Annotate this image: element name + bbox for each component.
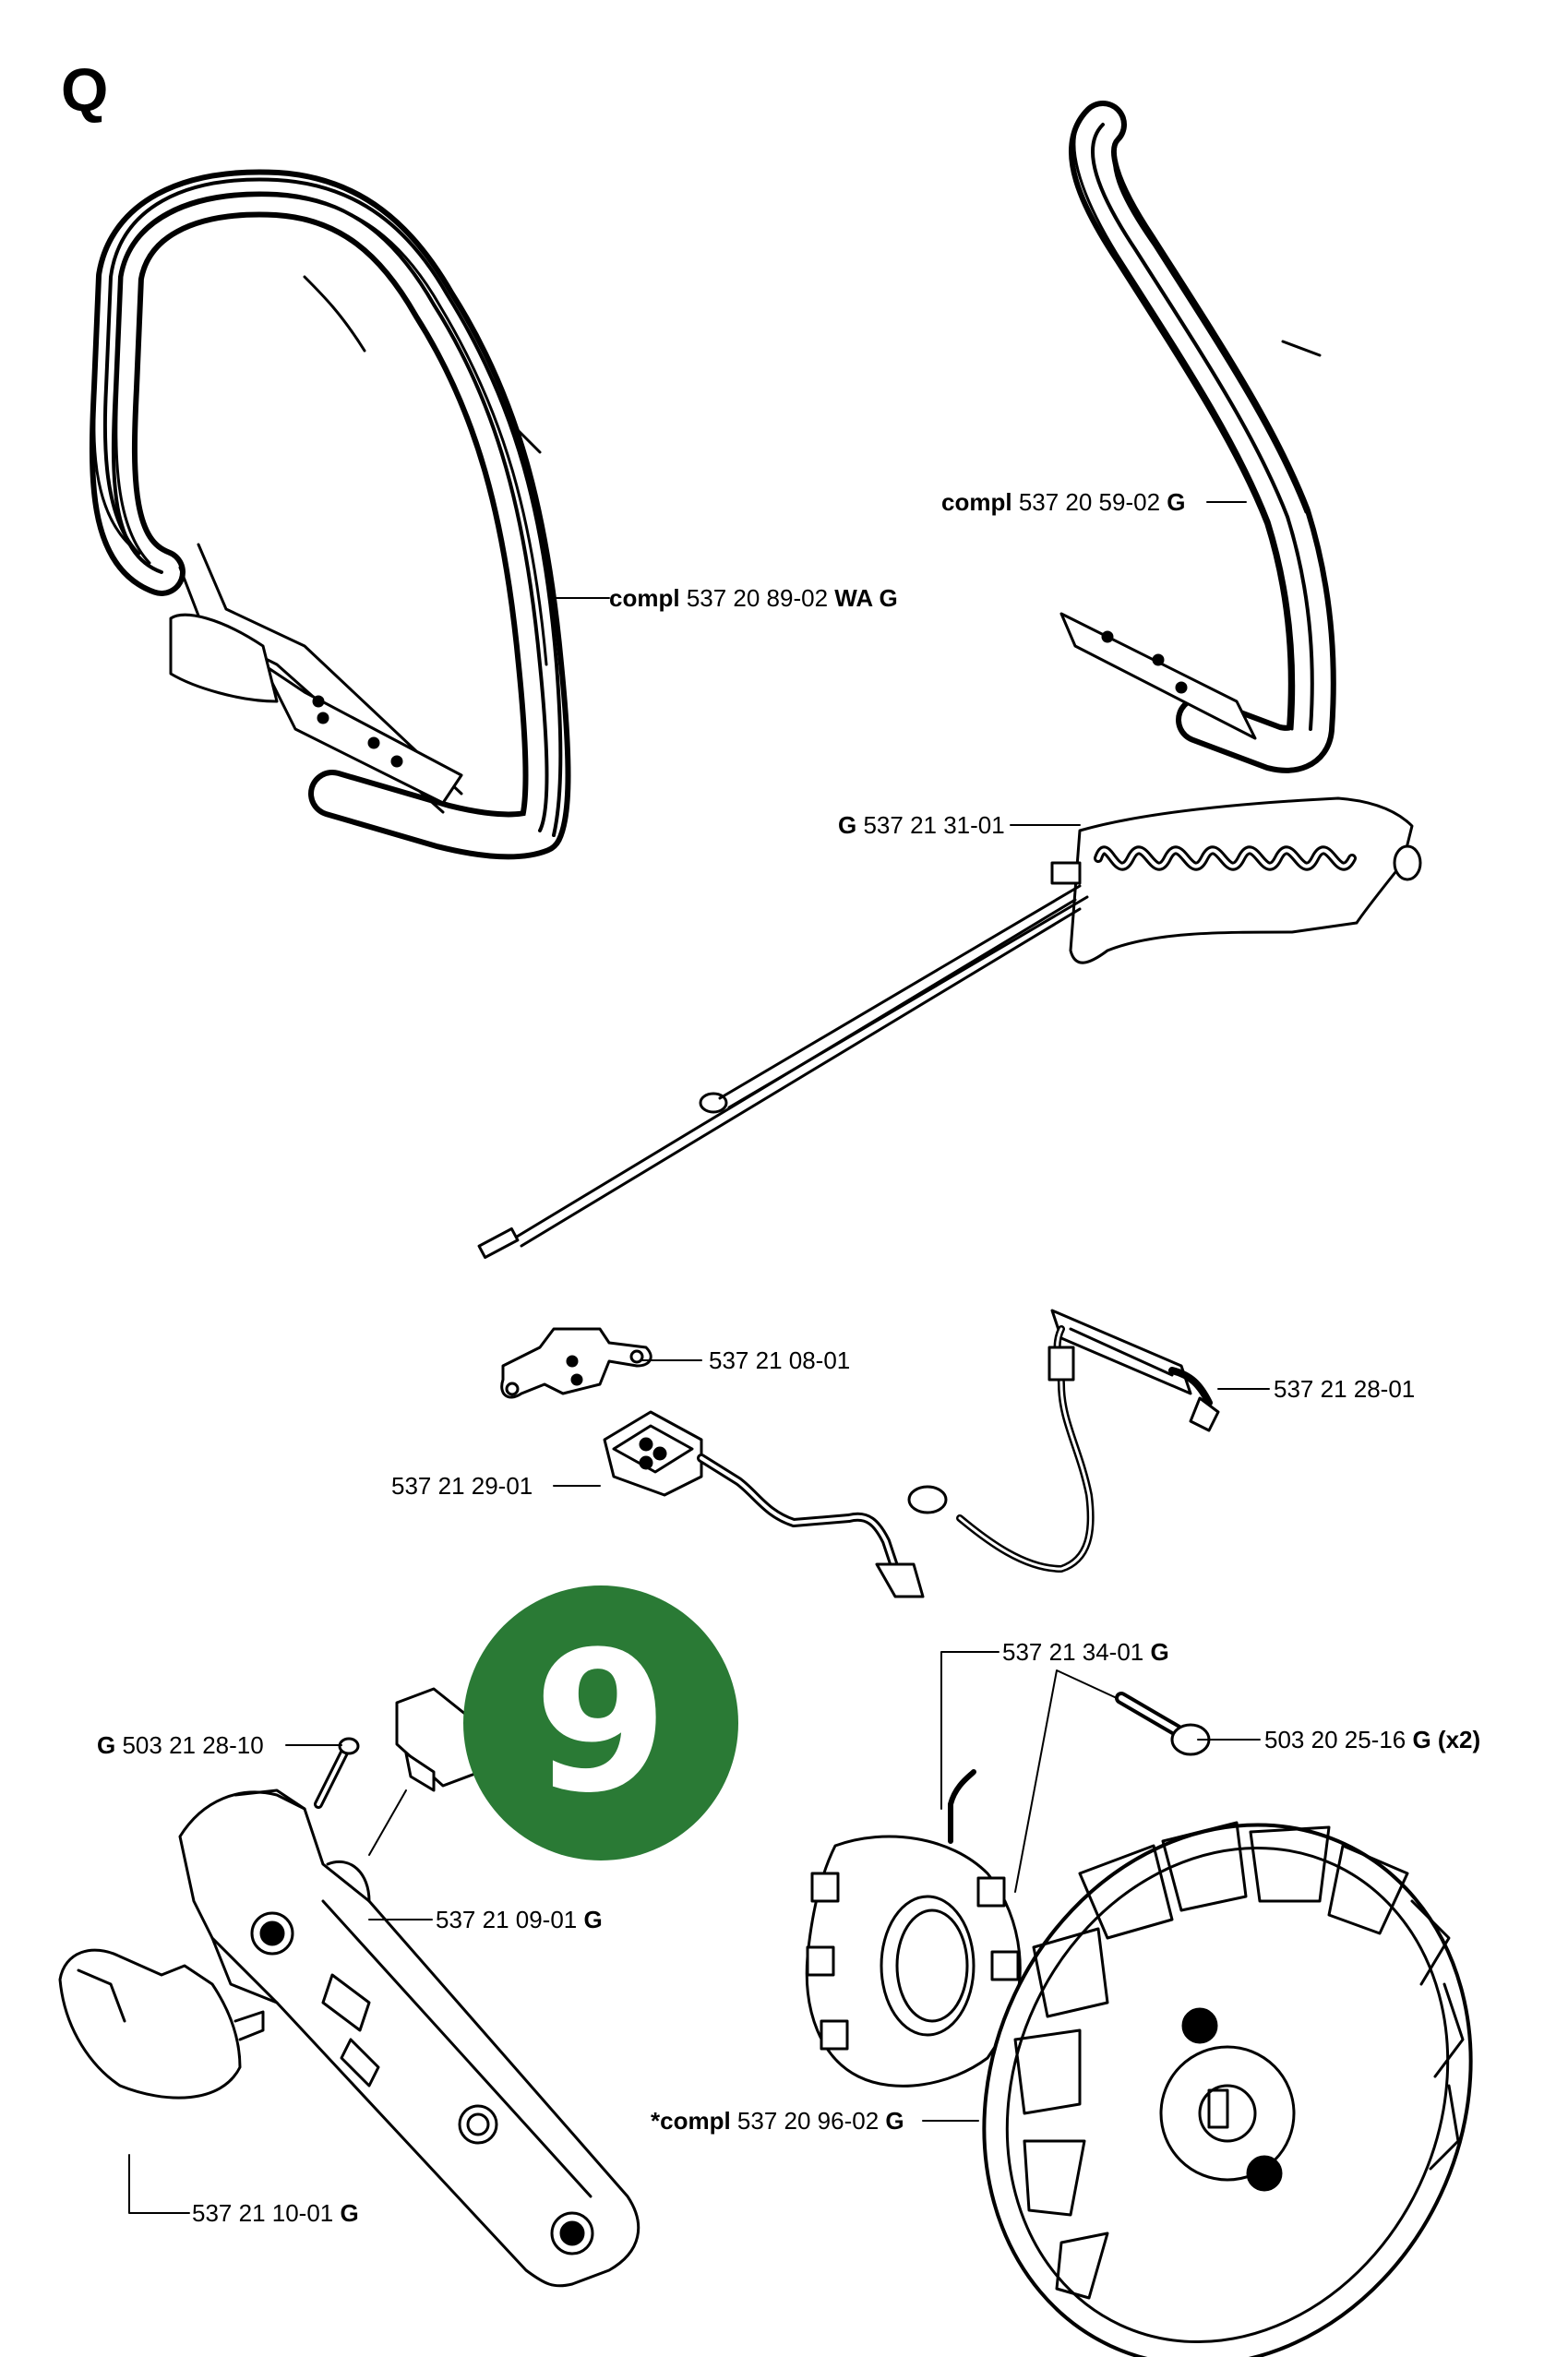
front-handle-small — [1059, 101, 1336, 773]
label-screw-large: 503 20 25-16 G (x2) — [1264, 1726, 1481, 1753]
heated-grip — [477, 796, 1422, 1260]
section-letter: Q — [61, 55, 109, 124]
switch-module-drawing — [395, 1687, 482, 1792]
label-flywheel: *compl 537 20 96-02 G — [651, 2107, 904, 2135]
screw-large-drawing — [1115, 1692, 1211, 1756]
label-bracket: 537 21 08-01 — [709, 1346, 851, 1374]
page-number: 9 — [533, 1609, 669, 1836]
page-number-badge: 9 — [463, 1585, 738, 1860]
label-switch: 537 21 29-01 — [391, 1472, 533, 1500]
handle-housing-drawing — [178, 1789, 640, 2288]
leader-lines — [128, 501, 1270, 2214]
cover-drawing — [58, 1948, 265, 2100]
label-generator: 537 21 34-01 G — [1002, 1638, 1169, 1666]
bracket-drawing — [500, 1327, 652, 1399]
heating-wire-drawing — [907, 1309, 1220, 1573]
label-screw-small: G 503 21 28-10 — [97, 1731, 264, 1759]
screw-small-drawing — [314, 1737, 360, 1809]
flywheel-drawing — [982, 1821, 1473, 2357]
label-front-handle-small: compl 537 20 59-02 G — [941, 488, 1186, 516]
switch-drawing — [603, 1410, 925, 1598]
label-cover: 537 21 10-01 G — [192, 2199, 359, 2227]
label-handle-housing: 537 21 09-01 G — [436, 1906, 603, 1933]
label-heating-wire: 537 21 28-01 — [1274, 1375, 1416, 1403]
generator-drawing — [805, 1769, 1022, 2088]
label-heated-grip: G 537 21 31-01 — [838, 811, 1005, 839]
label-front-handle-large: compl 537 20 89-02 WA G — [609, 584, 898, 612]
front-handle-large — [89, 169, 571, 860]
